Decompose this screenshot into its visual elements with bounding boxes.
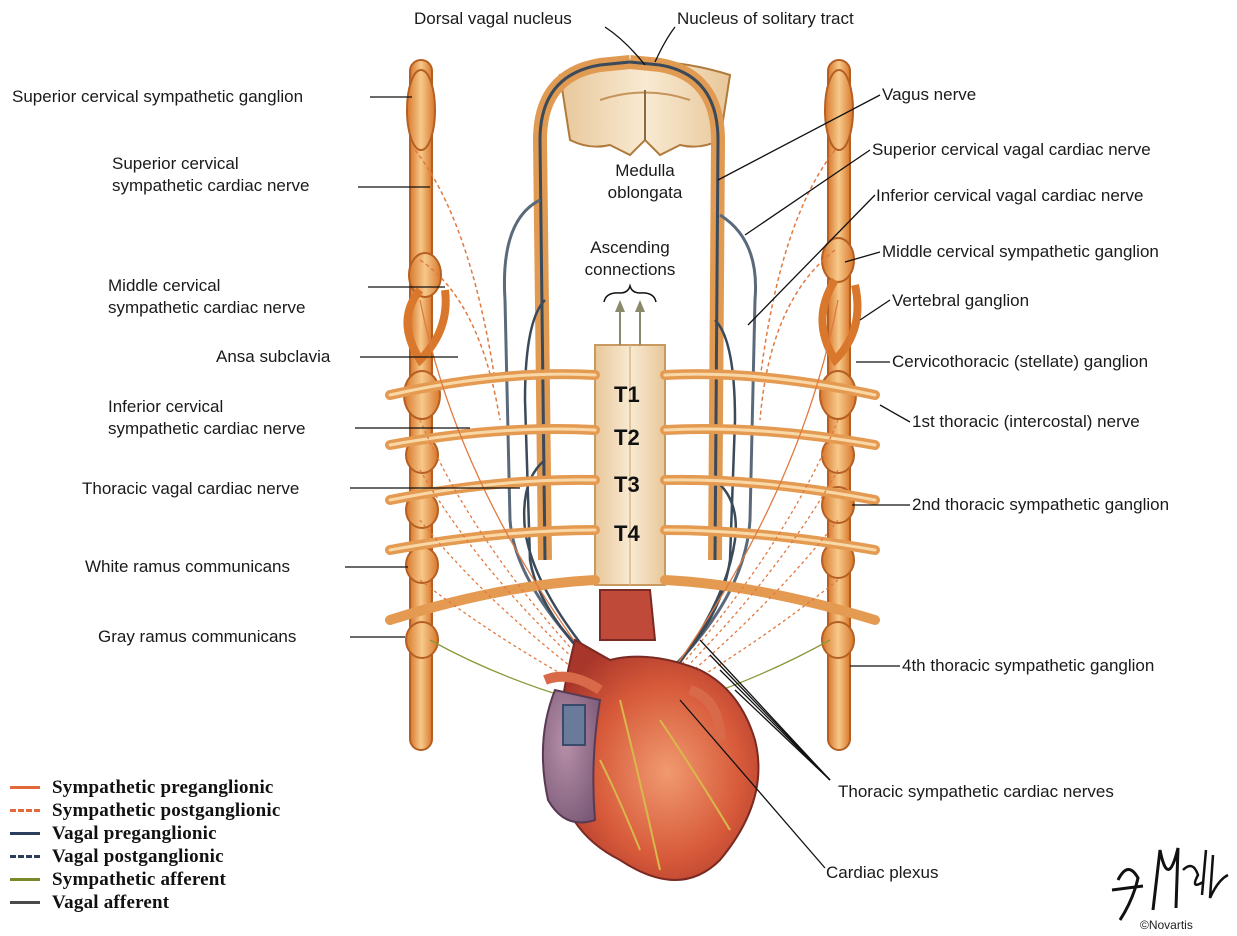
legend-swatch [10, 855, 40, 858]
label-cardiac-plexus: Cardiac plexus [826, 862, 938, 884]
legend-swatch [10, 786, 40, 789]
segment-label: T2 [614, 425, 640, 451]
legend-swatch [10, 878, 40, 881]
legend-label: Vagal preganglionic [52, 823, 217, 845]
label-vertebral-ganglion: Vertebral ganglion [892, 290, 1029, 312]
label-middle-cervical-ganglion: Middle cervical sympathetic ganglion [882, 241, 1159, 263]
label-superior-cervical-ganglion: Superior cervical sympathetic ganglion [12, 86, 303, 108]
legend-label: Sympathetic preganglionic [52, 777, 274, 799]
copyright-text: ©Novartis [1140, 918, 1193, 932]
left-sympathetic-chain [404, 60, 500, 750]
segment-label: T1 [614, 382, 640, 408]
legend-item: Vagal afferent [10, 891, 410, 914]
label-white-ramus: White ramus communicans [85, 556, 290, 578]
legend-label: Sympathetic afferent [52, 869, 226, 891]
legend-item: Sympathetic postganglionic [10, 799, 410, 822]
label-stellate-ganglion: Cervicothoracic (stellate) ganglion [892, 351, 1148, 373]
label-middle-cervical-cardiac-nerve: Middle cervical sympathetic cardiac nerv… [108, 275, 305, 319]
legend-swatch [10, 809, 40, 812]
legend-item: Sympathetic preganglionic [10, 776, 410, 799]
label-medulla-oblongata: Medulla oblongata [575, 160, 715, 204]
legend-item: Sympathetic afferent [10, 868, 410, 891]
label-superior-cervical-vagal-cardiac-nerve: Superior cervical vagal cardiac nerve [872, 139, 1151, 161]
legend-item: Vagal postganglionic [10, 845, 410, 868]
legend-label: Vagal postganglionic [52, 846, 224, 868]
ascending-arrows [604, 286, 656, 345]
label-nucleus-solitary-tract: Nucleus of solitary tract [677, 8, 854, 30]
label-thoracic-vagal-cardiac-nerve: Thoracic vagal cardiac nerve [82, 478, 299, 500]
label-inferior-cervical-vagal-cardiac-nerve: Inferior cervical vagal cardiac nerve [876, 185, 1143, 207]
label-inferior-cervical-cardiac-nerve: Inferior cervical sympathetic cardiac ne… [108, 396, 305, 440]
label-vagus-nerve: Vagus nerve [882, 84, 976, 106]
label-gray-ramus: Gray ramus communicans [98, 626, 296, 648]
label-superior-cervical-cardiac-nerve: Superior cervical sympathetic cardiac ne… [112, 153, 309, 197]
segment-label: T4 [614, 521, 640, 547]
legend-label: Vagal afferent [52, 892, 169, 914]
label-ansa-subclavia: Ansa subclavia [216, 346, 330, 368]
legend-swatch [10, 832, 40, 835]
label-second-thoracic-ganglion: 2nd thoracic sympathetic ganglion [912, 494, 1169, 516]
label-ascending-connections: Ascending connections [560, 237, 700, 281]
legend: Sympathetic preganglionic Sympathetic po… [10, 776, 410, 914]
legend-swatch [10, 901, 40, 904]
heart [543, 590, 759, 880]
label-first-thoracic-nerve: 1st thoracic (intercostal) nerve [912, 411, 1140, 433]
right-sympathetic-chain [760, 60, 858, 750]
spinal-cord [595, 345, 665, 585]
legend-item: Vagal preganglionic [10, 822, 410, 845]
legend-label: Sympathetic postganglionic [52, 800, 280, 822]
segment-label: T3 [614, 472, 640, 498]
label-dorsal-vagal-nucleus: Dorsal vagal nucleus [414, 8, 572, 30]
label-thoracic-sympathetic-cardiac-nerves: Thoracic sympathetic cardiac nerves [838, 781, 1114, 803]
label-fourth-thoracic-ganglion: 4th thoracic sympathetic ganglion [902, 655, 1154, 677]
